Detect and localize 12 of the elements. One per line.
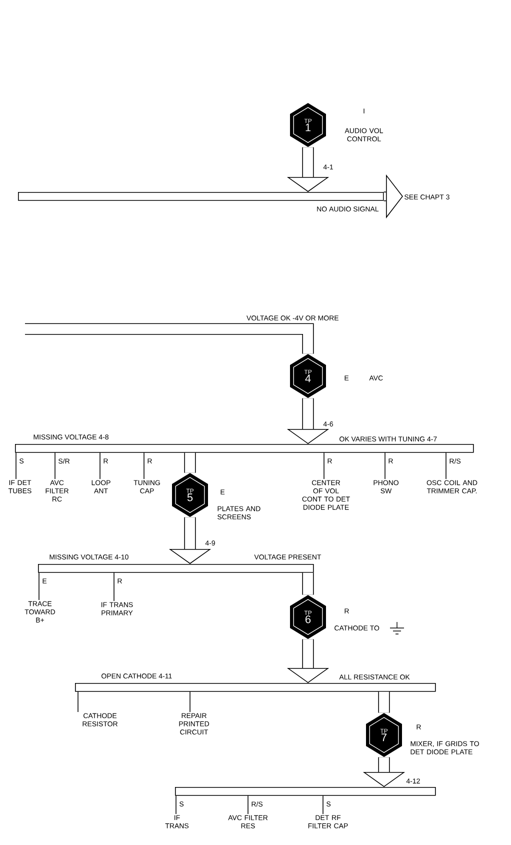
branch-line — [384, 452, 386, 480]
flow-bar — [18, 192, 384, 201]
flow-arrow — [302, 572, 314, 595]
flow-bar — [75, 683, 436, 692]
flow-bar — [175, 787, 436, 796]
flow-bar — [38, 564, 314, 573]
flow-arrow — [184, 452, 196, 473]
branch-line — [54, 452, 56, 480]
flow-arrow — [378, 692, 390, 713]
branch-line — [38, 572, 40, 600]
flow-bar — [15, 444, 474, 453]
branch-line — [322, 795, 324, 814]
